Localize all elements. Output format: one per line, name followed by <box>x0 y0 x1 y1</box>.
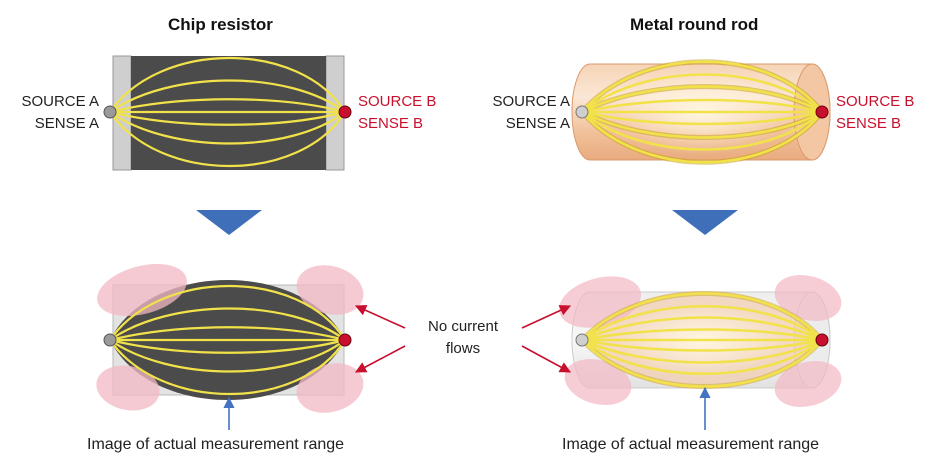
terminal-b <box>338 105 352 119</box>
current-lines-rod-bottom <box>581 292 823 388</box>
no-current-note: No current flows <box>408 316 518 360</box>
terminal-b <box>815 333 829 347</box>
no-current-line2: flows <box>445 340 481 357</box>
current-lines-rod-top <box>581 60 824 164</box>
terminal-a <box>103 105 117 119</box>
no-current-zones-rod <box>558 274 842 408</box>
down-arrow-right <box>672 210 738 235</box>
no-current-line1: No current <box>427 318 499 335</box>
chip-sense-a-label: SENSE A <box>34 115 99 132</box>
metal-rod-bottom <box>558 274 842 430</box>
terminal-a <box>575 333 589 347</box>
terminal-b <box>815 105 829 119</box>
rod-source-b-label: SOURCE B <box>836 93 915 110</box>
metal-rod-title: Metal round rod <box>630 15 759 34</box>
current-lines-chip-bottom <box>109 284 346 396</box>
terminal-a <box>575 105 589 119</box>
terminal-b <box>338 333 352 347</box>
chip-source-a-label: SOURCE A <box>21 93 99 110</box>
current-lines-chip-top <box>109 56 346 168</box>
no-current-zones-chip <box>96 263 364 413</box>
rod-sense-b-label: SENSE B <box>836 115 902 132</box>
chip-resistor-bottom <box>96 263 364 430</box>
rod-sense-a-label: SENSE A <box>505 115 570 132</box>
terminal-a <box>103 333 117 347</box>
chip-sense-b-label: SENSE B <box>358 115 424 132</box>
metal-rod-top <box>571 59 831 165</box>
down-arrow-left <box>196 210 262 235</box>
chip-resistor-top <box>103 55 352 171</box>
chip-resistor-title: Chip resistor <box>168 15 273 34</box>
chip-range-caption: Image of actual measurement range <box>87 436 345 453</box>
chip-source-b-label: SOURCE B <box>358 93 437 110</box>
rod-range-caption: Image of actual measurement range <box>562 436 820 453</box>
rod-source-a-label: SOURCE A <box>492 93 570 110</box>
no-current-arrows <box>354 305 572 373</box>
